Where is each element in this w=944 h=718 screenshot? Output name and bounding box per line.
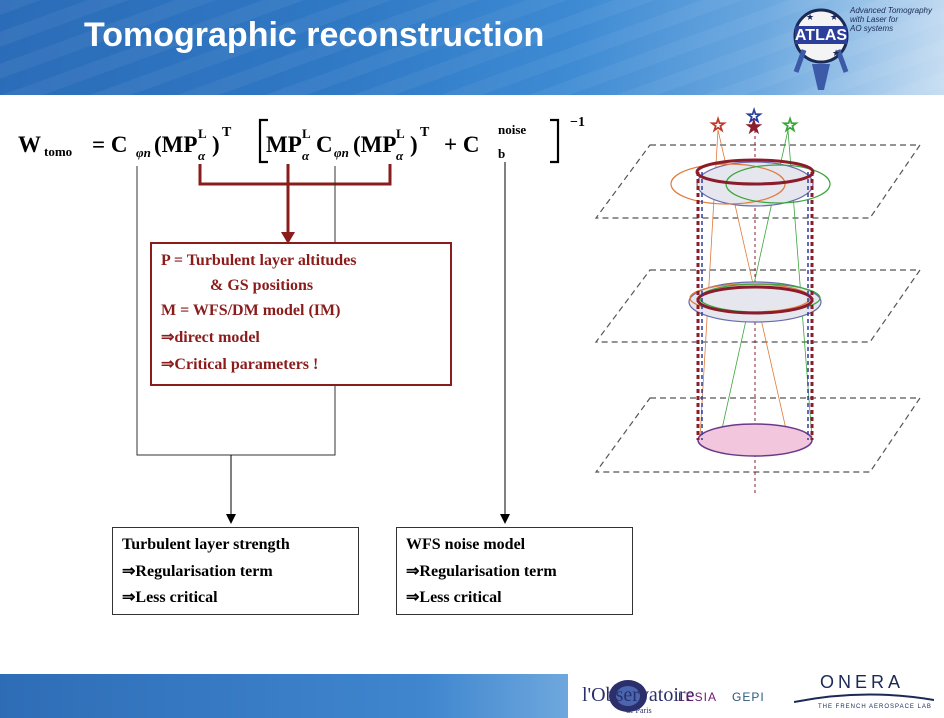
svg-text:W tomo = C φn: W tomo = C φn (MP L α ) T MP L α C φn (M… [18, 114, 585, 165]
layer-plane [594, 144, 922, 219]
gepi-logo: GEPI [732, 690, 765, 704]
parameters-box: P = Turbulent layer altitudes & GS posit… [150, 242, 452, 386]
svg-text:★: ★ [832, 48, 840, 58]
formula-noise-sub: b [498, 146, 505, 161]
atlas-logo-text: ATLAS [795, 27, 847, 44]
formula-lhs: W [18, 132, 41, 157]
atlas-tagline: Advanced Tomography with Laser for AO sy… [850, 6, 932, 33]
box-line: Turbulent layer strength [122, 536, 290, 553]
formula-noise-sup: noise [498, 122, 526, 137]
wfs-noise-box: WFS noise model ⇒Regularisation term ⇒Le… [396, 527, 633, 615]
observatoire-text: l'Observatoire [582, 684, 695, 706]
svg-text:★: ★ [830, 12, 838, 22]
turbulent-strength-box: Turbulent layer strength ⇒Regularisation… [112, 527, 359, 615]
box-line: WFS noise model [406, 536, 526, 553]
box-line: ⇒Regularisation term [122, 563, 273, 580]
onera-logo: ONERA [820, 672, 905, 692]
parameters-line: & GS positions [210, 277, 314, 294]
star-icon: ☆ [782, 115, 798, 135]
parameters-line: ⇒direct model [161, 329, 260, 346]
onera-swoosh-icon [794, 693, 934, 703]
layer-plane [594, 269, 922, 343]
parameters-line: P = Turbulent layer altitudes [161, 252, 357, 269]
box-line: ⇒Less critical [406, 589, 502, 606]
atlas-logo: ATLAS ★ ★ ★ [793, 8, 849, 90]
star-icon: ☆ [710, 115, 726, 135]
parameters-line: ⇒Critical parameters ! [161, 356, 319, 373]
svg-text:★: ★ [806, 12, 814, 22]
partner-logos: l'Observatoire de Paris LESIA GEPI ONERA… [568, 672, 944, 718]
tagline-line: AO systems [850, 24, 894, 33]
star-icon: ★ [744, 114, 764, 139]
observatoire-logo [609, 680, 647, 712]
page-title: Tomographic reconstruction [84, 16, 545, 54]
header-banner [0, 0, 944, 95]
tomography-diagram: ☆ ☆ ★ ☆ [594, 105, 922, 495]
star-icon: ☆ [746, 106, 762, 126]
onera-tagline: THE FRENCH AEROSPACE LAB [818, 704, 932, 710]
observatoire-sub: de Paris [626, 706, 652, 715]
tagline-line: with Laser for [850, 15, 899, 24]
tagline-line: Advanced Tomography [850, 6, 932, 15]
box-line: ⇒Less critical [122, 589, 218, 606]
formula-lhs-sub: tomo [44, 144, 72, 159]
parameters-line: M = WFS/DM model (IM) [161, 302, 341, 319]
box-line: ⇒Regularisation term [406, 563, 557, 580]
ground-plane [594, 397, 922, 473]
tomography-formula: W tomo = C φn (MP L α ) T MP L α C φn (M… [18, 114, 585, 165]
lesia-logo: LESIA [678, 690, 718, 704]
